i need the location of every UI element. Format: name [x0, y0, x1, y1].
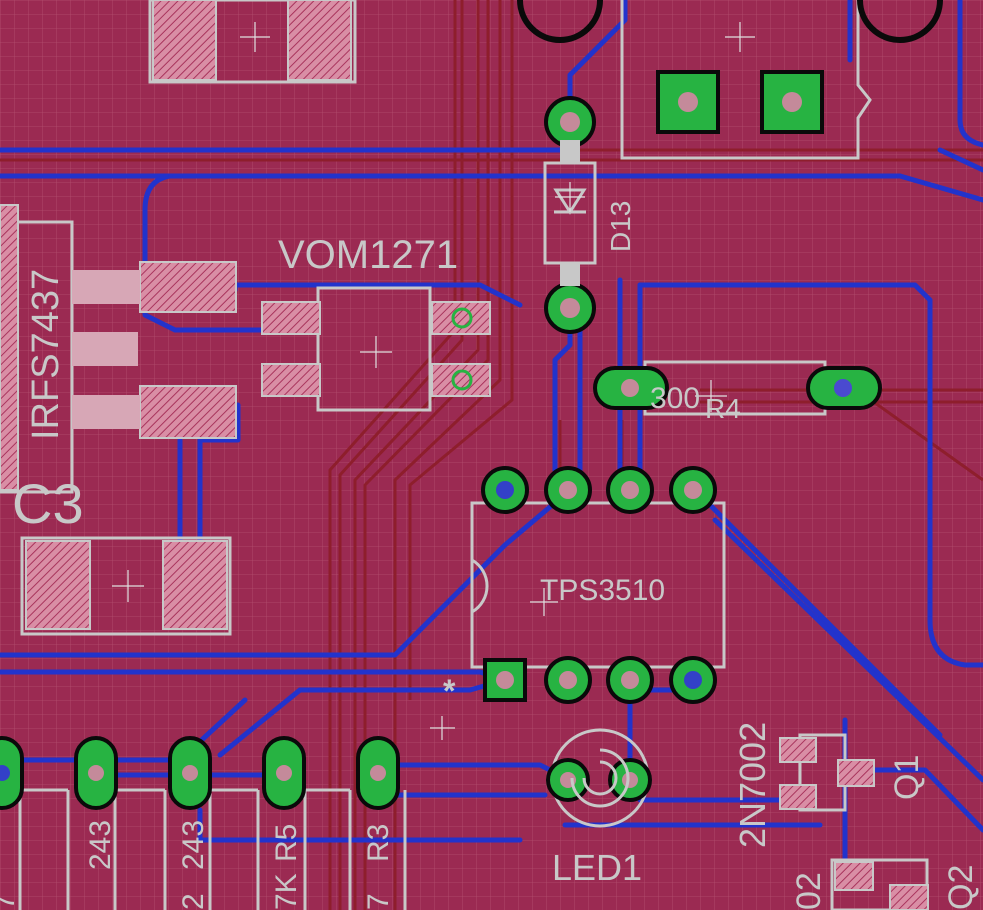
label-c3: C3 — [12, 472, 84, 535]
label-led1: LED1 — [552, 847, 642, 888]
label-left-value: 7 — [0, 893, 21, 910]
label-irfs7437: IRFS7437 — [25, 269, 67, 440]
label-243-c: 2 — [177, 893, 210, 910]
vom1271-body — [316, 286, 432, 412]
label-tps3510: TPS3510 — [540, 574, 665, 607]
label-r3-value: 7 — [362, 893, 395, 910]
label-q2: Q2 — [942, 865, 980, 910]
label-vom1271: VOM1271 — [278, 233, 458, 277]
led1-symbol — [570, 748, 630, 808]
c3-body — [20, 536, 232, 636]
pin1-marker: * — [443, 673, 456, 709]
label-243-b: 243 — [177, 820, 210, 870]
label-r4-value: 300 — [650, 382, 700, 415]
label-243-a: 243 — [84, 820, 117, 870]
label-r5: R5 — [270, 824, 303, 862]
label-d13: D13 — [605, 201, 636, 252]
label-2n7002: 2N7002 — [732, 722, 773, 848]
label-q2-partial: 02 — [790, 872, 828, 910]
label-r3: R3 — [362, 824, 395, 862]
origin-crosses — [112, 22, 755, 740]
through-hole-pads — [0, 0, 943, 810]
label-r4: R4 — [705, 393, 741, 424]
smd-pads — [0, 0, 929, 910]
diode-symbol — [553, 140, 587, 286]
label-q1: Q1 — [888, 755, 926, 800]
label-r5-value: 7K — [270, 873, 303, 910]
tps3510-body — [470, 501, 726, 669]
